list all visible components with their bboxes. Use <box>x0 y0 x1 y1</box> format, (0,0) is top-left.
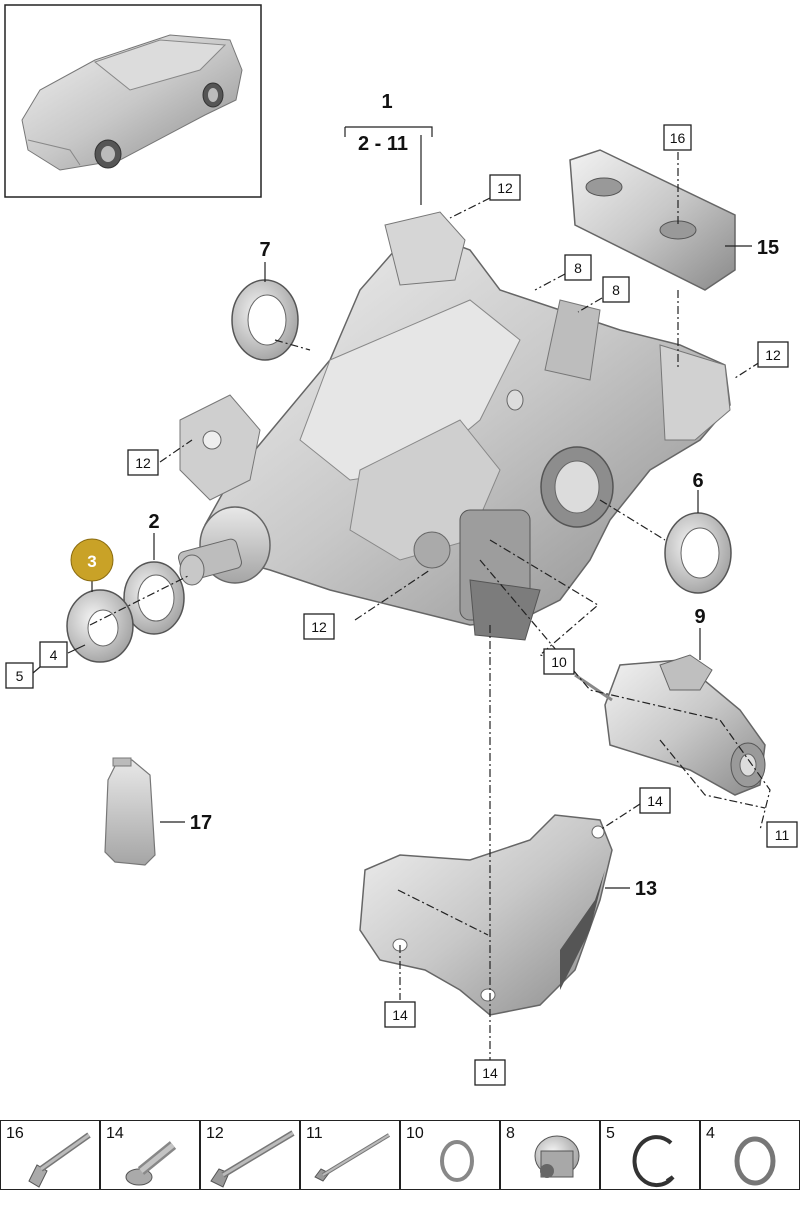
shaft-seal-part-7 <box>231 279 299 361</box>
svg-text:14: 14 <box>647 793 663 809</box>
callout-box-5: 5 <box>5 662 34 689</box>
callout-box-4: 4 <box>39 641 68 668</box>
callout-1: 1 <box>381 91 392 113</box>
callout-box-14-right: 14 <box>639 787 671 814</box>
callout-box-12-bottom: 12 <box>303 613 335 640</box>
vehicle-thumbnail <box>4 4 262 198</box>
svg-text:14: 14 <box>392 1007 408 1023</box>
strip-label: 4 <box>706 1125 715 1142</box>
svg-text:14: 14 <box>482 1065 498 1081</box>
strip-label: 5 <box>606 1125 615 1142</box>
callout-2-11: 2 - 11 <box>358 133 408 155</box>
strip-label: 11 <box>306 1125 323 1142</box>
strip-cell-11: 11 <box>300 1120 400 1190</box>
rear-differential-housing <box>177 211 731 641</box>
bolt-long-hex-icon <box>210 1130 295 1188</box>
heat-shield-part-13 <box>359 814 613 1016</box>
callout-box-11: 11 <box>766 821 798 848</box>
strip-label: 12 <box>206 1125 224 1142</box>
actuator-part-9 <box>574 654 766 796</box>
callout-7: 7 <box>259 239 270 261</box>
highlight-badge <box>70 538 114 582</box>
strip-label: 14 <box>106 1125 124 1142</box>
strip-cell-8: 8 <box>500 1120 600 1190</box>
callout-2: 2 <box>148 511 159 533</box>
callout-box-10: 10 <box>543 648 575 675</box>
callout-box-12-left: 12 <box>127 449 159 476</box>
strip-cell-14: 14 <box>100 1120 200 1190</box>
strip-cell-4: 4 <box>700 1120 800 1190</box>
callout-3: 3 <box>87 552 96 571</box>
callout-box-14-bottom: 14 <box>474 1059 506 1086</box>
strip-cell-16: 16 <box>0 1120 100 1190</box>
callout-13: 13 <box>635 878 657 900</box>
svg-text:4: 4 <box>50 647 58 663</box>
strip-label: 10 <box>406 1125 424 1142</box>
bolt-hex-socket-icon <box>28 1132 91 1188</box>
svg-text:8: 8 <box>574 260 582 276</box>
bolt-long-thin-icon <box>314 1133 391 1182</box>
strip-label: 16 <box>6 1125 24 1142</box>
svg-text:12: 12 <box>135 455 151 471</box>
seal-part-2 <box>123 561 185 635</box>
seal-ring-icon <box>734 1136 776 1186</box>
exploded-parts-diagram: 3 1 2 - 11 7 15 6 2 9 17 13 16 12 8 8 <box>4 4 798 1086</box>
callout-9: 9 <box>694 606 705 628</box>
callout-box-8-lower: 8 <box>602 276 630 303</box>
svg-text:12: 12 <box>311 619 327 635</box>
callout-box-12-right: 12 <box>757 341 789 368</box>
callout-box-8-upper: 8 <box>564 254 592 281</box>
shaft-seal-part-6 <box>664 512 732 594</box>
o-ring-icon <box>440 1140 474 1182</box>
callout-15: 15 <box>757 237 779 259</box>
svg-text:11: 11 <box>775 827 790 843</box>
strip-cell-12: 12 <box>200 1120 300 1190</box>
svg-text:12: 12 <box>497 180 513 196</box>
strip-cell-5: 5 <box>600 1120 700 1190</box>
svg-text:10: 10 <box>551 654 567 670</box>
callout-6: 6 <box>692 470 703 492</box>
svg-text:5: 5 <box>16 668 24 684</box>
washer-part-4 <box>66 589 134 663</box>
callout-17: 17 <box>190 812 212 834</box>
plug-screw-icon <box>534 1135 580 1178</box>
svg-text:12: 12 <box>765 347 781 363</box>
callout-box-12-top: 12 <box>489 174 521 201</box>
svg-text:8: 8 <box>612 282 620 298</box>
svg-text:16: 16 <box>670 130 686 146</box>
bolt-short-flange-icon <box>125 1141 177 1186</box>
strip-cell-10: 10 <box>400 1120 500 1190</box>
oil-bottle-part-17 <box>104 757 156 866</box>
callout-box-14-mid: 14 <box>384 1001 416 1028</box>
rubber-mount-part-15 <box>569 149 736 291</box>
strip-label: 8 <box>506 1125 515 1142</box>
parts-strip: 16 14 12 11 10 <box>0 1120 800 1213</box>
circlip-icon <box>632 1135 675 1188</box>
callout-box-16: 16 <box>663 124 692 151</box>
